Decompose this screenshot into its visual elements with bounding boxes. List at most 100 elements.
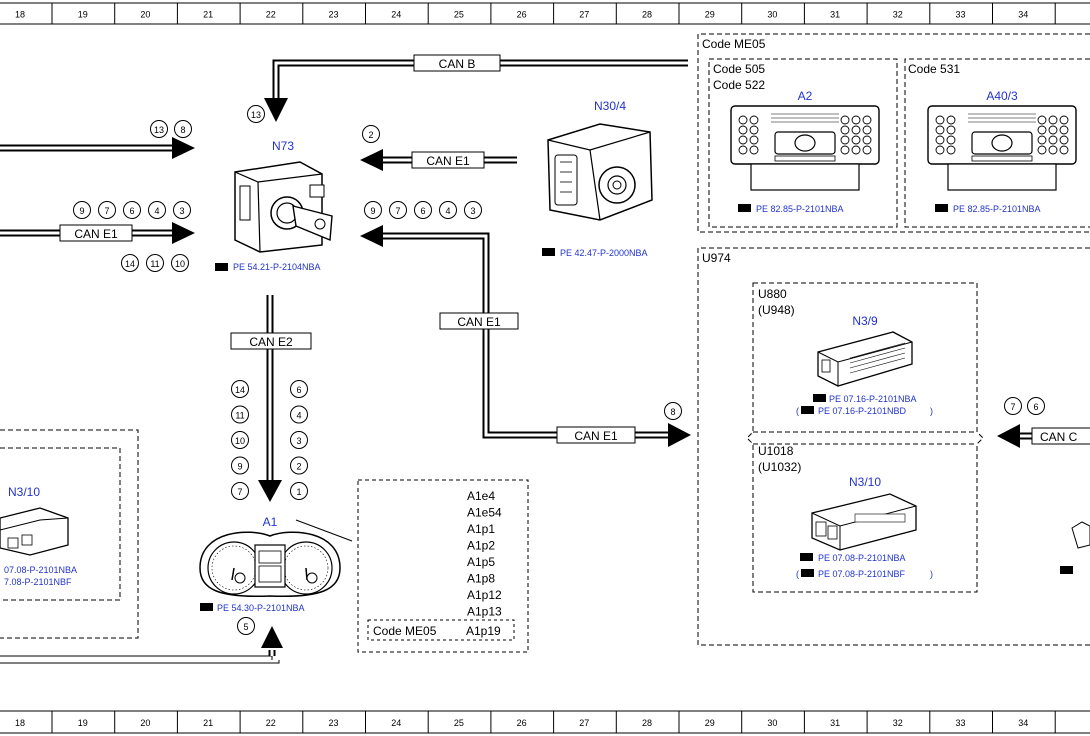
left-n3-10-label: N3/10 [8,485,40,499]
connector-circle: 3 [464,201,482,219]
grid-number: 18 [15,10,25,20]
u974-label: U974 [702,251,731,265]
code-me05-box: Code ME05 Code 505 Code 522 Code 531 [697,33,1090,233]
svg-text:9: 9 [79,206,84,216]
n30-to-n73-circle: 2 [362,125,380,143]
left-can-e1-line: CAN E1 [0,222,195,244]
n30-4-label: N30/4 [594,99,626,113]
n73-ref[interactable]: PE 54.21-P-2104NBA [233,262,321,272]
svg-text:11: 11 [150,259,159,269]
svg-text:4: 4 [154,206,159,216]
svg-text:7: 7 [104,206,109,216]
grid-number: 25 [454,10,464,20]
svg-text:2: 2 [368,130,373,140]
svg-text:14: 14 [125,259,135,269]
n3-9-ref1[interactable]: PE 07.16-P-2101NBA [829,394,917,404]
right-can-c-line: CAN C [997,424,1090,448]
grid-number: 32 [893,10,903,20]
grid-number: 18 [15,718,25,728]
a1-input-circle: 5 [237,617,255,635]
svg-text:6: 6 [129,206,134,216]
grid-number: 30 [767,10,777,20]
svg-text:(: ( [796,569,799,579]
a1-part-item: A1p1 [467,522,495,536]
svg-text:13: 13 [251,110,261,120]
connector-circle: 7 [389,201,407,219]
can-c-label: CAN C [1040,430,1078,444]
left-n3-10-boxes: N3/10 07.08-P-2101NBA 7.08-P-2101NBF [0,429,139,639]
svg-text:13: 13 [154,125,164,135]
n30-4-ref[interactable]: PE 42.47-P-2000NBA [560,248,648,258]
connector-circle: 9 [231,456,249,475]
grid-number: 24 [391,10,401,20]
a1-part-item: A1p8 [467,572,495,586]
grid-number: 32 [893,718,903,728]
code-505-label: Code 505 [713,62,765,76]
svg-text:1: 1 [296,487,301,497]
e1-into-n73-circles: 9 7 6 4 3 [364,201,482,219]
grid-number: 28 [642,718,652,728]
connector-circle: 4 [290,405,308,424]
connector-circle: 8 [174,120,192,138]
n3-10-ref2[interactable]: PE 07.08-P-2101NBF [818,569,906,579]
svg-text:4: 4 [445,206,450,216]
svg-text:4: 4 [296,411,301,421]
svg-text:(: ( [796,406,799,416]
a1-code-box-code: Code ME05 [373,624,437,638]
n73-top-circle: 13 [247,105,265,123]
svg-text:6: 6 [1033,402,1038,412]
a1-part-item: A1e54 [467,506,502,520]
a1-ref[interactable]: PE 54.30-P-2101NBA [217,603,305,613]
grid-number: 27 [579,718,589,728]
grid-number: 31 [830,718,840,728]
grid-number: 22 [266,10,276,20]
connector-circle: 2 [290,456,308,475]
a1-part-item: A1p13 [467,605,502,619]
connector-circle: 13 [150,120,168,138]
n3-9-ecu: N3/9 PE 07.16-P-2101NBA ( PE 07.16-P-210… [796,314,933,416]
grid-number: 31 [830,10,840,20]
connector-circle: 9 [364,201,382,219]
svg-text:7: 7 [237,487,242,497]
a1-part-item: A1e4 [467,489,495,503]
connector-circle: 6 [123,201,141,219]
connector-circle: 1 [290,482,308,500]
lower-e1-circle: 8 [664,402,682,420]
mid-can-e1-line: CAN E1 [360,225,519,434]
left-n3-10-ref1[interactable]: 07.08-P-2101NBA [4,565,77,575]
n3-9-ref2[interactable]: PE 07.16-P-2101NBD [818,406,907,416]
grid-number: 34 [1018,718,1028,728]
u974-box: U974 U880 (U948) U1018 (U1032) [697,247,1090,646]
grid-number: 26 [517,718,527,728]
connector-circle: 14 [121,254,139,272]
a1-instrument-cluster: A1 PE 54.30-P-2101NBA [199,515,353,613]
connector-circle: 10 [171,254,189,272]
grid-number: 27 [579,10,589,20]
a40-3-ref[interactable]: PE 82.85-P-2101NBA [953,204,1041,214]
left-e1-circles-bottom: 14 11 10 [121,254,189,272]
svg-text:10: 10 [235,436,245,446]
n73-label: N73 [272,139,294,153]
a2-label: A2 [798,89,813,103]
a2-ref[interactable]: PE 82.85-P-2101NBA [756,204,844,214]
left-n3-10-ref2[interactable]: 7.08-P-2101NBF [4,577,72,587]
svg-text:7: 7 [395,206,400,216]
a1-input-line [0,626,283,664]
svg-text:8: 8 [180,125,185,135]
u948-label: (U948) [758,303,795,317]
code-531-label: Code 531 [908,62,960,76]
connector-circle: 6 [414,201,432,219]
grid-number: 26 [517,10,527,20]
svg-text:6: 6 [420,206,425,216]
can-e2-label: CAN E2 [249,335,293,349]
n3-10-ref1[interactable]: PE 07.08-P-2101NBA [818,553,906,563]
grid-number: 19 [78,10,88,20]
connector-circle: 9 [73,201,91,219]
connector-circle: 4 [439,201,457,219]
grid-number: 23 [328,718,338,728]
lower-can-e1-line: CAN E1 [482,423,691,447]
